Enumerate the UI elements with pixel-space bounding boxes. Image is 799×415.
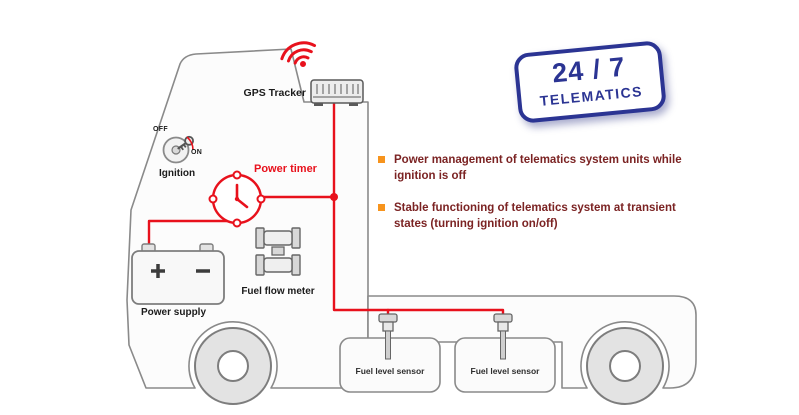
wifi-signal-icon	[280, 41, 317, 67]
ignition-off-label: OFF	[153, 126, 168, 133]
fuel-sensor-left-label: Fuel level sensor	[355, 366, 425, 376]
rear-wheel	[586, 327, 664, 405]
wiring	[147, 101, 505, 318]
fuel-sensor-right-label: Fuel level sensor	[470, 366, 540, 376]
ignition-on-label: ON	[191, 149, 203, 156]
power-timer-label: Power timer	[254, 163, 317, 175]
bullet-text: Power management of telematics system un…	[394, 154, 682, 183]
list-item: Stable functioning of telematics system …	[378, 200, 690, 232]
bullet-square-icon	[378, 156, 385, 163]
feature-list: Power management of telematics system un…	[378, 152, 690, 248]
ignition-icon	[162, 135, 195, 164]
fuel-flow-meter-label: Fuel flow meter	[241, 286, 315, 297]
fuel-flow-meter-icon	[255, 227, 301, 276]
gps-tracker-label: GPS Tracker	[243, 87, 306, 99]
front-wheel	[194, 327, 272, 405]
wire-sensors	[332, 195, 505, 318]
list-item: Power management of telematics system un…	[378, 152, 690, 184]
fuel-sensor-right-icon	[493, 313, 513, 360]
fuel-sensor-left-icon	[378, 313, 398, 360]
power-supply-icon	[131, 243, 225, 305]
bullet-text: Stable functioning of telematics system …	[394, 202, 676, 231]
wire-junction-node	[330, 193, 338, 201]
wire-battery	[147, 219, 229, 247]
ignition-label: Ignition	[159, 168, 196, 179]
battery-plus-icon	[151, 264, 165, 278]
power-timer-icon	[208, 170, 266, 228]
bullet-square-icon	[378, 204, 385, 212]
power-supply-label: Power supply	[141, 307, 207, 318]
telematics-badge: 24 / 7 TELEMATICS	[513, 40, 667, 124]
gps-tracker-icon	[310, 79, 364, 106]
